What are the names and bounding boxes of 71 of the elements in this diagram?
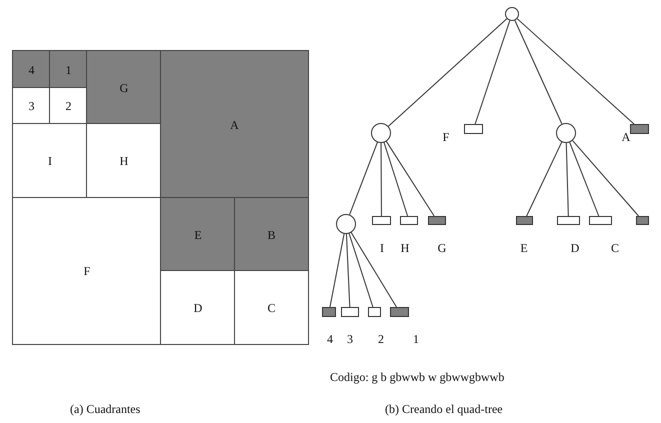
leaf-box xyxy=(322,307,336,317)
leaf-box xyxy=(557,216,580,225)
leaf-box xyxy=(368,307,381,317)
leaf-box xyxy=(516,216,533,225)
tree-edge xyxy=(572,140,640,216)
cell-label: 2 xyxy=(66,100,72,112)
cell-label: 4 xyxy=(28,64,34,76)
quadrant-cell xyxy=(13,124,87,198)
leaf-label: H xyxy=(400,242,410,254)
leaf-label: D xyxy=(570,242,580,254)
leaf-label: A xyxy=(622,131,630,143)
leaf-box xyxy=(636,216,649,225)
leaf-label: F xyxy=(442,131,450,143)
quadrant-cell xyxy=(235,198,308,271)
tree-edge xyxy=(569,142,600,216)
leaf-box xyxy=(630,124,649,134)
leaf-box xyxy=(341,307,359,317)
cell-label: G xyxy=(120,82,128,94)
tree-node-circle xyxy=(505,7,519,21)
leaf-label: 1 xyxy=(413,333,419,345)
tree-edge xyxy=(516,18,634,124)
tree-edge xyxy=(380,142,382,216)
tree-edge xyxy=(329,233,345,308)
leaf-label: C xyxy=(611,242,619,254)
leaf-box xyxy=(400,216,418,225)
tree-node-circle xyxy=(556,123,576,143)
tree-edge xyxy=(350,232,397,308)
quadrant-cell xyxy=(13,88,50,124)
leaf-label: 2 xyxy=(378,333,384,345)
leaf-box xyxy=(428,216,446,225)
cell-label: 1 xyxy=(66,64,72,76)
cell-label: A xyxy=(230,118,239,130)
cell-label: E xyxy=(194,228,202,240)
tree-edge xyxy=(566,142,569,216)
tree-node-circle xyxy=(336,214,356,234)
tree-edge xyxy=(386,140,435,216)
figure-caption: (a) Cuadrantes xyxy=(70,403,140,415)
leaf-label: G xyxy=(438,242,446,254)
tree-node-circle xyxy=(371,123,391,143)
quadrant-cell xyxy=(87,124,161,198)
quadrant-cell xyxy=(13,51,50,88)
quadrant-cell xyxy=(161,51,308,198)
tree-edge xyxy=(474,20,510,124)
cell-label: I xyxy=(48,155,52,167)
quadrant-cell xyxy=(161,198,235,271)
leaf-label: 3 xyxy=(347,333,353,345)
leaf-box xyxy=(390,307,409,317)
figure-caption: (b) Creando el quad-tree xyxy=(385,403,503,415)
cell-label: 3 xyxy=(28,100,34,112)
code-text: Codigo: g b gbwwb w gbwwgbwwb xyxy=(330,371,504,383)
leaf-box xyxy=(589,216,612,225)
cell-label: F xyxy=(84,265,90,277)
leaf-label: I xyxy=(380,242,384,254)
cell-label: C xyxy=(267,302,276,314)
cell-label: D xyxy=(194,302,202,314)
tree-edge xyxy=(348,233,374,308)
tree-edge xyxy=(349,142,378,216)
tree-edge xyxy=(388,18,508,127)
cell-label: B xyxy=(267,228,276,240)
tree-edge xyxy=(346,234,350,308)
leaf-label: E xyxy=(520,242,528,254)
leaf-label: 4 xyxy=(327,333,333,345)
quadrant-cell xyxy=(87,51,161,124)
quadrant-cell xyxy=(50,51,87,88)
tree-edge xyxy=(526,142,562,216)
leaf-box xyxy=(372,216,391,225)
leaf-box xyxy=(464,124,483,134)
tree-edge xyxy=(514,20,562,124)
quadrant-cell xyxy=(50,88,87,124)
tree-edge xyxy=(384,142,408,216)
cell-label: H xyxy=(120,155,128,167)
